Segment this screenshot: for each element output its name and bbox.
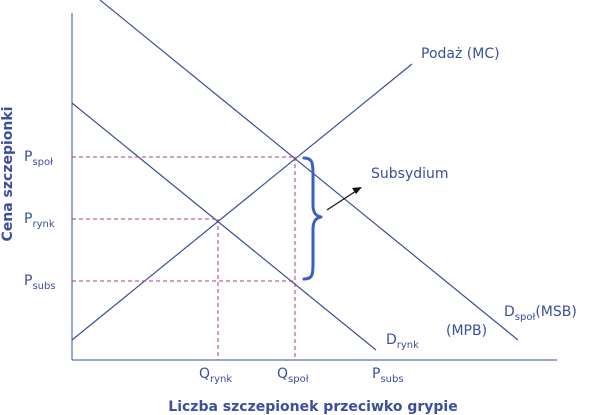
subsidy-arrow-head — [352, 187, 362, 194]
d-rynk-label: Drynk — [386, 332, 419, 351]
y-tick-p-subs: Psubs — [24, 273, 56, 292]
y-axis-title: Cena szczepionki — [0, 107, 16, 242]
subsidy-label: Subsydium — [371, 166, 449, 182]
x-tick-q-rynk: Qrynk — [199, 366, 232, 385]
d-spol-label: Dspoł(MSB) — [504, 304, 577, 323]
d-spol-curve — [99, 0, 519, 341]
subsidy-brace — [302, 156, 323, 281]
d-rynk-curve — [71, 102, 377, 351]
x-axis-title: Liczba szczepionek przeciwko grypie — [168, 399, 457, 415]
mpb-label: (MPB) — [446, 323, 487, 339]
supply-curve — [71, 63, 413, 341]
y-tick-p-rynk: Prynk — [24, 211, 55, 230]
x-tick-q-spol: Qspoł — [277, 366, 309, 385]
y-tick-p-spol: Pspoł — [24, 149, 53, 168]
supply-label: Podaż (MC) — [421, 46, 500, 62]
x-tick-p-subs: Psubs — [372, 366, 404, 385]
subsidy-arrow — [326, 190, 357, 211]
